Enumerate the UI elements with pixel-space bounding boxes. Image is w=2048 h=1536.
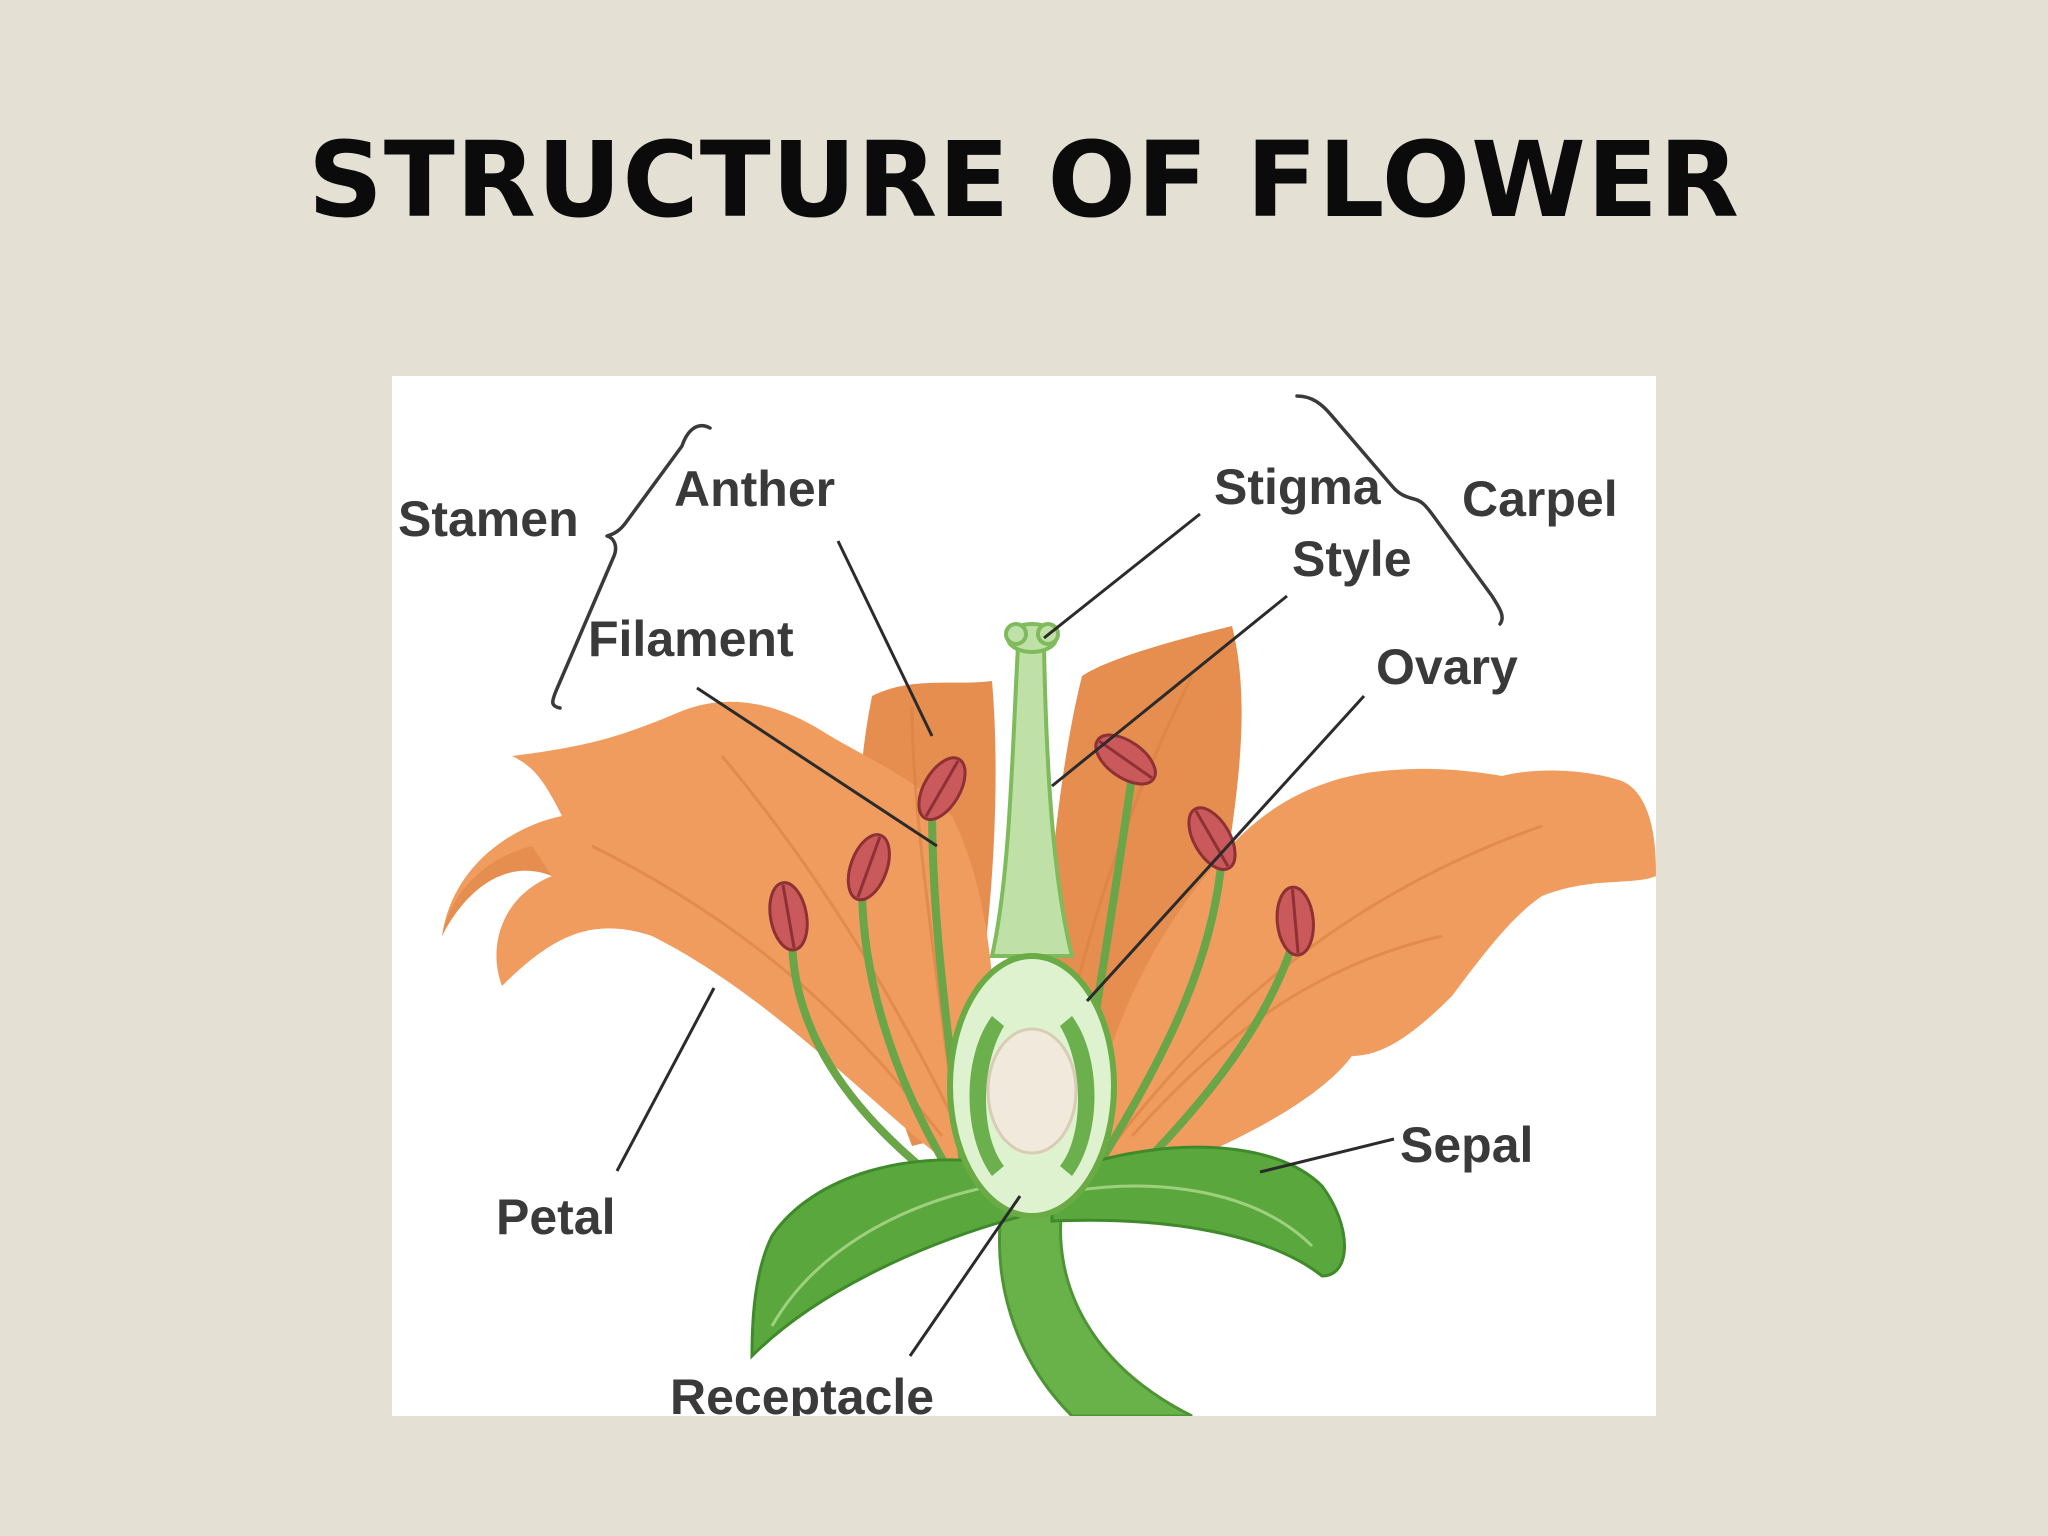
stamen-brace bbox=[551, 424, 712, 710]
carpel-label: Carpel bbox=[1462, 471, 1618, 527]
sepal-left bbox=[750, 1158, 1024, 1360]
ovary-label: Ovary bbox=[1376, 639, 1518, 695]
filament-1 bbox=[788, 932, 936, 1180]
style-leader bbox=[1051, 594, 1288, 788]
anther-leader bbox=[836, 540, 934, 737]
receptacle-label: Receptacle bbox=[670, 1369, 934, 1416]
petal-label: Petal bbox=[496, 1189, 616, 1245]
anther-6 bbox=[1275, 885, 1315, 957]
style-label: Style bbox=[1292, 531, 1412, 587]
receptacle-leader bbox=[908, 1195, 1022, 1357]
anther-label: Anther bbox=[674, 461, 835, 517]
ovary-leader bbox=[1085, 694, 1366, 1003]
stem bbox=[998, 1204, 1193, 1416]
anther-1 bbox=[768, 881, 809, 952]
stamens bbox=[768, 733, 1315, 1190]
style bbox=[989, 644, 1075, 958]
petal-leader bbox=[615, 987, 716, 1172]
filament-2 bbox=[858, 882, 956, 1180]
petal-left-fold bbox=[442, 846, 552, 936]
anther-2 bbox=[846, 833, 891, 902]
anther-3 bbox=[917, 756, 967, 821]
sepal-right bbox=[1050, 1145, 1346, 1278]
petal-left bbox=[442, 701, 996, 1166]
filament-5 bbox=[1088, 852, 1226, 1180]
stigma-label: Stigma bbox=[1214, 459, 1382, 515]
sepal-leader bbox=[1259, 1137, 1395, 1174]
ovule bbox=[986, 1027, 1078, 1155]
slide-title: STRUCTURE OF FLOWER bbox=[308, 119, 1740, 241]
anther-5 bbox=[1187, 806, 1237, 871]
stigma-leader bbox=[1043, 512, 1201, 640]
flower-diagram: Stamen Anther Filament Stigma Style Carp… bbox=[392, 376, 1656, 1416]
sepal-label: Sepal bbox=[1400, 1117, 1533, 1173]
filament-leader bbox=[696, 686, 938, 848]
stem-and-sepals bbox=[750, 1145, 1346, 1416]
carpel-brace bbox=[1295, 394, 1504, 626]
stamen-label: Stamen bbox=[398, 491, 579, 547]
carpel bbox=[947, 622, 1117, 1219]
anther-4 bbox=[1094, 733, 1157, 786]
filament-label: Filament bbox=[588, 611, 794, 667]
